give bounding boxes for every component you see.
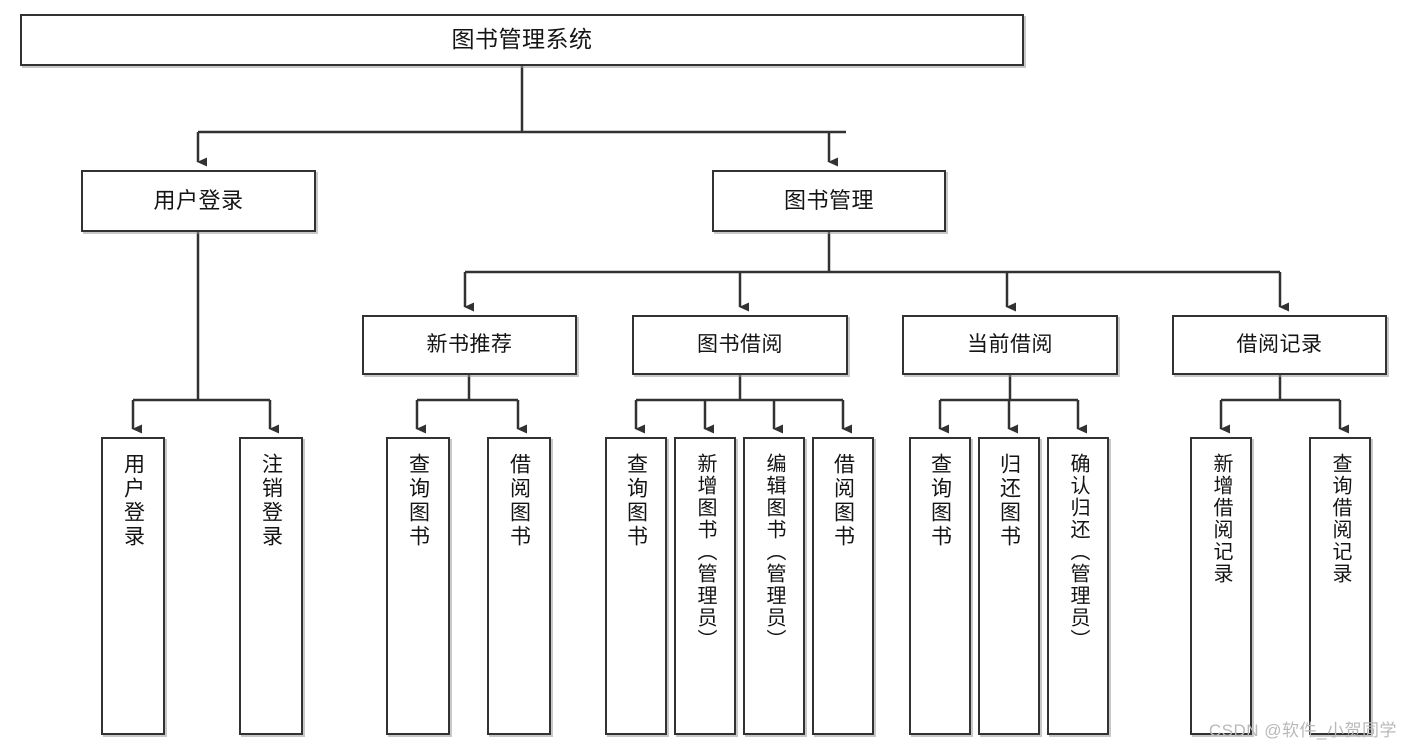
- node-leaf-user-logout[interactable]: 注销登录: [239, 437, 303, 735]
- node-book-borrow-label: 图书借阅: [697, 332, 783, 356]
- node-leaf-user-login-label: 用户登录: [121, 453, 145, 549]
- node-leaf-query-record[interactable]: 查询借阅记录: [1309, 437, 1371, 735]
- node-leaf-add-record[interactable]: 新增借阅记录: [1190, 437, 1252, 735]
- node-new-book-recommend[interactable]: 新书推荐: [362, 315, 577, 375]
- node-borrow-record[interactable]: 借阅记录: [1172, 315, 1387, 375]
- node-leaf-query-book-3-label: 查询图书: [928, 453, 952, 549]
- node-leaf-query-book-2[interactable]: 查询图书: [605, 437, 667, 735]
- node-leaf-query-record-label: 查询借阅记录: [1329, 453, 1351, 585]
- node-leaf-add-book-label: 新增图书（管理员）: [694, 453, 716, 651]
- node-current-borrow[interactable]: 当前借阅: [902, 315, 1118, 375]
- node-leaf-borrow-book-2[interactable]: 借阅图书: [812, 437, 874, 735]
- node-book-manage-label: 图书管理: [783, 188, 874, 214]
- node-root-label: 图书管理系统: [451, 26, 593, 53]
- node-leaf-query-book-3[interactable]: 查询图书: [909, 437, 971, 735]
- node-new-book-recommend-label: 新书推荐: [426, 332, 513, 356]
- node-leaf-query-book-1-label: 查询图书: [406, 453, 430, 549]
- node-leaf-add-record-label: 新增借阅记录: [1210, 453, 1232, 585]
- node-leaf-edit-book-label: 编辑图书（管理员）: [763, 453, 785, 651]
- node-leaf-edit-book[interactable]: 编辑图书（管理员）: [743, 437, 805, 735]
- node-leaf-user-login[interactable]: 用户登录: [101, 437, 165, 735]
- node-leaf-borrow-book-1[interactable]: 借阅图书: [487, 437, 551, 735]
- node-leaf-return-book-label: 归还图书: [997, 453, 1021, 549]
- node-book-borrow[interactable]: 图书借阅: [632, 315, 848, 375]
- node-leaf-query-book-2-label: 查询图书: [624, 453, 648, 549]
- node-root[interactable]: 图书管理系统: [20, 14, 1024, 66]
- node-leaf-confirm-return-label: 确认归还（管理员）: [1067, 453, 1089, 651]
- csdn-watermark: CSDN @软件_小贺同学: [1208, 721, 1397, 740]
- node-leaf-add-book[interactable]: 新增图书（管理员）: [674, 437, 736, 735]
- node-user-login[interactable]: 用户登录: [81, 170, 316, 232]
- node-user-login-label: 用户登录: [153, 188, 244, 214]
- node-current-borrow-label: 当前借阅: [967, 332, 1053, 356]
- node-leaf-borrow-book-1-label: 借阅图书: [507, 453, 531, 549]
- node-leaf-query-book-1[interactable]: 查询图书: [386, 437, 450, 735]
- node-leaf-borrow-book-2-label: 借阅图书: [831, 453, 855, 549]
- node-leaf-user-logout-label: 注销登录: [259, 453, 283, 549]
- node-leaf-confirm-return[interactable]: 确认归还（管理员）: [1047, 437, 1109, 735]
- node-leaf-return-book[interactable]: 归还图书: [978, 437, 1040, 735]
- node-borrow-record-label: 借阅记录: [1236, 332, 1323, 356]
- node-book-manage[interactable]: 图书管理: [712, 170, 946, 232]
